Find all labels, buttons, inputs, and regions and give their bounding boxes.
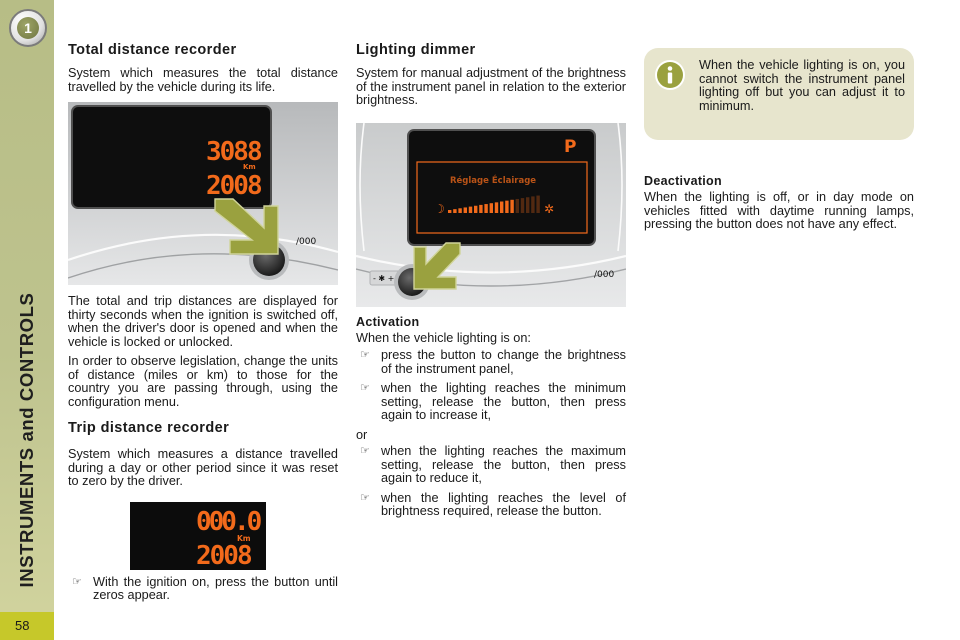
instruction-text: when the lighting reaches the minimum se… <box>381 381 626 422</box>
deactivation-text: When the lighting is off, or in day mode… <box>644 190 914 231</box>
lighting-dimmer-figure: P Réglage Éclairage ☽ ✲ - ✱ + /000 <box>356 122 626 307</box>
total-distance-figure: 3088 Km 2008 /000 <box>68 102 338 285</box>
right-button-label: /000 <box>594 270 614 280</box>
column-notes: When the vehicle lighting is on, you can… <box>644 45 914 238</box>
deactivation-heading: Deactivation <box>644 174 722 188</box>
trip-distance-second-value: 2008 <box>196 541 252 570</box>
arrow-icon <box>413 241 461 290</box>
total-distance-intro: System which measures the total distance… <box>68 66 338 94</box>
lighting-dimmer-intro: System for manual adjustment of the brig… <box>356 66 626 107</box>
dimmer-button-label: - ✱ + <box>373 274 394 283</box>
activation-steps-a: ☞ press the button to change the brightn… <box>356 348 626 423</box>
brightness-segment <box>531 195 535 213</box>
trip-distance-figure: 000.0 Km 2008 <box>130 501 266 570</box>
trip-distance-intro: System which measures a distance travell… <box>68 447 338 488</box>
info-icon <box>655 60 685 90</box>
brightness-segment <box>489 202 493 213</box>
column-lighting-dimmer: Lighting dimmer System for manual adjust… <box>356 42 626 525</box>
chapter-title: INSTRUMENTS and CONTROLS <box>16 292 37 588</box>
dim-moon-icon: ☽ <box>434 202 445 216</box>
pointing-hand-icon: ☞ <box>72 575 82 588</box>
list-item: ☞ when the lighting reaches the maximum … <box>356 444 626 486</box>
list-item: ☞ With the ignition on, press the button… <box>68 574 338 603</box>
brightness-segment <box>520 197 525 213</box>
lighting-dimmer-heading: Lighting dimmer <box>356 42 476 58</box>
brightness-segment <box>510 199 514 213</box>
chapter-badge: 1 <box>9 9 47 47</box>
instruction-text: when the lighting reaches the maximum se… <box>381 444 626 485</box>
trip-distance-heading: Trip distance recorder <box>68 420 230 436</box>
pointing-hand-icon: ☞ <box>360 349 370 361</box>
or-separator: or <box>356 427 368 442</box>
dimmer-menu-title: Réglage Éclairage <box>450 174 536 186</box>
brightness-segment <box>484 203 488 213</box>
info-note-box: When the vehicle lighting is on, you can… <box>644 48 914 140</box>
brightness-segment <box>453 208 457 213</box>
brightness-segment <box>536 195 540 213</box>
brightness-segment <box>474 205 478 213</box>
activation-intro: When the vehicle lighting is on: <box>356 330 531 345</box>
total-distance-second-value: 2008 <box>206 171 262 201</box>
brightness-segment <box>468 206 473 213</box>
brightness-segment <box>526 196 530 213</box>
activation-heading: Activation <box>356 314 420 329</box>
brightness-segment <box>500 201 504 213</box>
page-number: 58 <box>0 612 54 640</box>
pointing-hand-icon: ☞ <box>360 445 370 457</box>
brightness-segment <box>515 198 519 213</box>
trip-unit-label: Km <box>237 534 251 543</box>
chapter-side-band: 1 INSTRUMENTS and CONTROLS 58 <box>0 0 54 640</box>
reset-button-label: /000 <box>296 237 316 247</box>
instruction-text: press the button to change the brightnes… <box>381 348 626 376</box>
total-distance-units-info: In order to observe legislation, change … <box>68 354 338 409</box>
list-item: ☞ when the lighting reaches the level of… <box>356 490 626 519</box>
list-item: ☞ press the button to change the brightn… <box>356 348 626 376</box>
brightness-segment <box>479 204 483 213</box>
brightness-segment <box>458 207 462 213</box>
activation-steps-b: ☞ when the lighting reaches the maximum … <box>356 444 626 519</box>
brightness-segment <box>463 206 467 213</box>
instruction-text: when the lighting reaches the level of b… <box>381 490 626 518</box>
column-total-trip: Total distance recorder System which mea… <box>68 42 338 609</box>
pointing-hand-icon: ☞ <box>360 491 370 504</box>
chapter-number: 1 <box>17 17 39 39</box>
trip-distance-value: 000.0 <box>196 507 262 537</box>
brightness-segment <box>448 209 452 213</box>
trip-reset-instructions: ☞ With the ignition on, press the button… <box>68 574 338 603</box>
list-item: ☞ when the lighting reaches the minimum … <box>356 381 626 423</box>
pointing-hand-icon: ☞ <box>360 382 370 394</box>
info-note-text: When the vehicle lighting is on, you can… <box>699 58 905 113</box>
gear-indicator: P <box>564 137 576 157</box>
total-distance-display-info: The total and trip distances are display… <box>68 294 338 349</box>
brightness-level-bar <box>448 195 540 213</box>
distance-unit-label: Km <box>243 163 256 171</box>
instruction-text: With the ignition on, press the button u… <box>93 574 338 602</box>
brightness-sun-icon: ✲ <box>544 202 554 216</box>
arrow-icon <box>214 198 279 255</box>
brightness-segment <box>494 201 499 213</box>
brightness-segment <box>505 200 509 213</box>
total-distance-value: 3088 <box>206 137 262 167</box>
total-distance-heading: Total distance recorder <box>68 42 237 58</box>
